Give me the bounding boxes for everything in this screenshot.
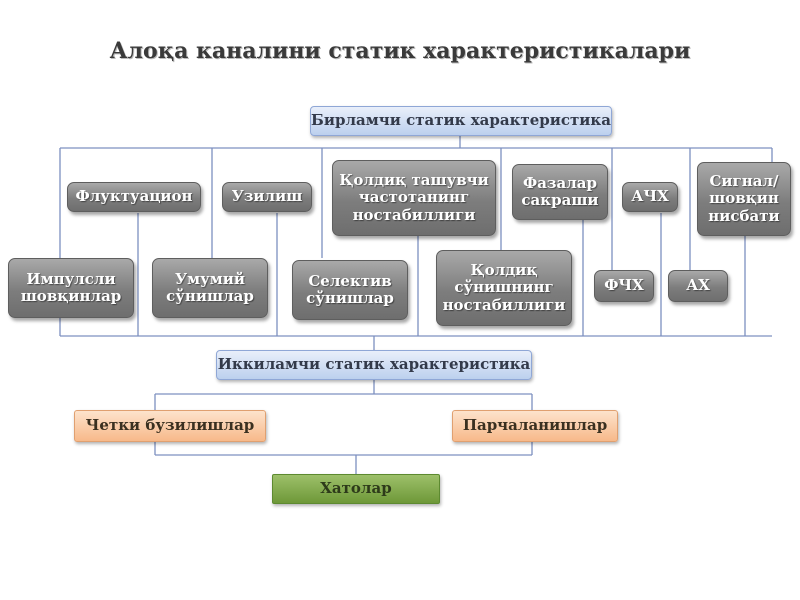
- carrier-frequency-instability-node: Қолдиқ ташувчи частотанинг ностабиллиги: [332, 160, 496, 236]
- ax-node: АХ: [668, 270, 728, 302]
- edge-distortion-box: Четки бузилишлар: [74, 410, 266, 442]
- general-fading-node: Умумий сўнишлар: [152, 258, 268, 318]
- achx-node: АЧХ: [622, 182, 678, 212]
- selective-fading-node: Селектив сўнишлар: [292, 260, 408, 320]
- signal-noise-ratio-node: Сигнал/ шовқин нисбати: [697, 162, 791, 236]
- errors-box: Хатолар: [272, 474, 440, 504]
- secondary-characteristic-box: Иккиламчи статик характеристика: [216, 350, 532, 380]
- impulse-noise-node: Импулсли шовқинлар: [8, 258, 134, 318]
- uzilish-node: Узилиш: [222, 182, 312, 212]
- fluctuation-node: Флуктуацион: [67, 182, 201, 212]
- primary-characteristic-box: Бирламчи статик характеристика: [310, 106, 612, 136]
- residual-fading-instability-node: Қолдиқ сўнишнинг ностабиллиги: [436, 250, 572, 326]
- phase-jumps-node: Фазалар сакраши: [512, 164, 608, 220]
- page-title: Алоқа каналини статик характеристикалари: [109, 38, 691, 64]
- fchx-node: ФЧХ: [594, 270, 654, 302]
- fragmentation-box: Парчаланишлар: [452, 410, 618, 442]
